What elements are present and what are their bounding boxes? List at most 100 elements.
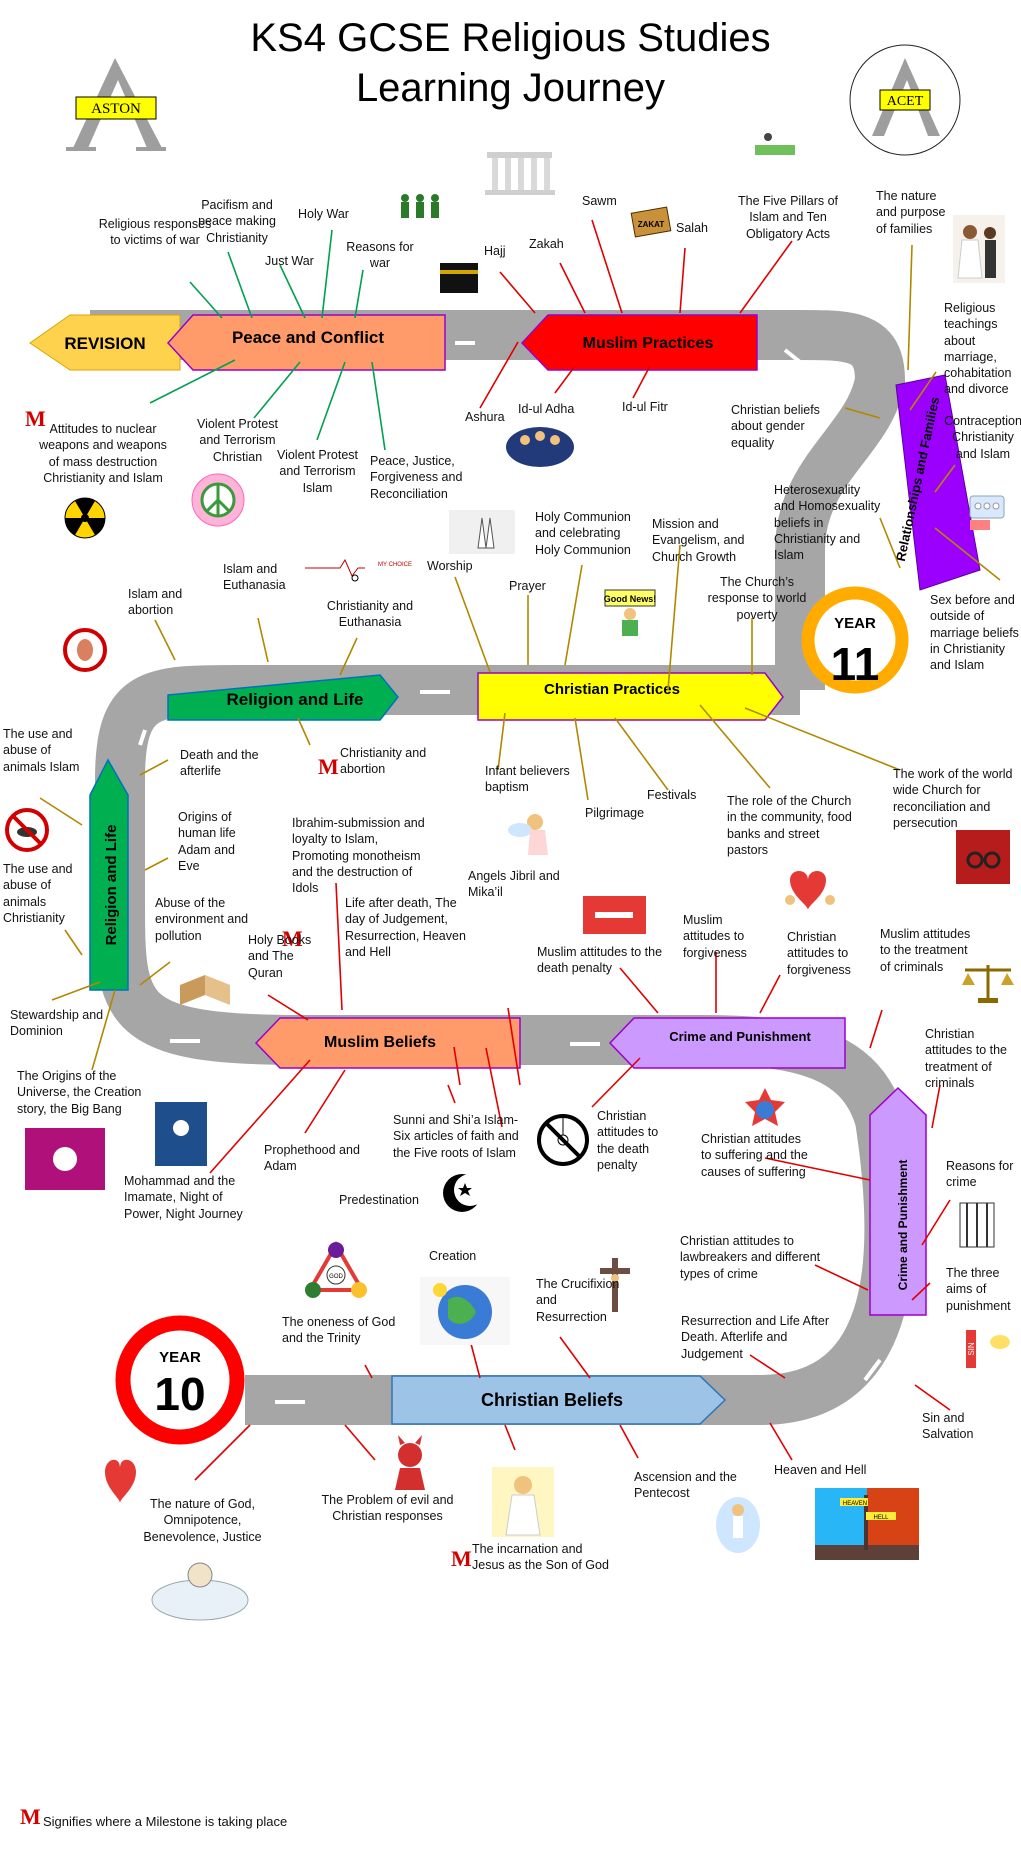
pictogram-nuclear (64, 497, 106, 539)
pictogram-crescent (443, 1174, 486, 1212)
topic-nature-families: The nature and purpose of families (876, 189, 946, 236)
page-title-line1: KS4 GCSE Religious Studies (250, 16, 771, 60)
topic-origins-universe: The Origins of the Universe, the Creatio… (17, 1069, 142, 1116)
module-religion-life-v: Religion and Life (103, 825, 120, 946)
topic-crucifixion: The Crucifixion and Resurrection (536, 1277, 620, 1324)
topic-oneness-god: The oneness of God and the Trinity (282, 1315, 396, 1346)
topic-sex-before: Sex before and outside of marriage belie… (930, 593, 1019, 672)
topic-islam-abortion: Islam and abortion (128, 587, 183, 618)
pictogram-jesus (492, 1467, 554, 1537)
aston-logo-text: ASTON (91, 101, 141, 117)
module-peace-conflict: Peace and Conflict (232, 328, 384, 347)
topic-violent-islam: Violent Protest and Terrorism Islam (276, 448, 359, 495)
pictogram-broken-heart (785, 871, 835, 910)
topic-holy-books: Holy Books and The Quran (248, 933, 312, 980)
topic-reasons-crime: Reasons for crime (946, 1159, 1014, 1190)
pictogram-trinity: GOD (305, 1241, 367, 1298)
topic-christian-suffering: Christian attitudes to suffering and the… (701, 1132, 808, 1179)
topic-use-abuse-christianity: The use and abuse of animals Christianit… (3, 862, 73, 925)
pictogram-scissors: MY CHOICE (305, 558, 412, 582)
topic-mission: Mission and Evangelism, and Church Growt… (652, 517, 745, 564)
pictogram-crucifix (600, 1258, 630, 1312)
pictogram-abortion (63, 628, 107, 672)
topic-muslim-death-penalty: Muslim attitudes to the death penalty (537, 945, 663, 976)
topic-origins-human: Origins of human life Adam and Eve (178, 810, 236, 873)
pictogram-kaaba (440, 263, 478, 293)
topic-sawm: Sawm (582, 194, 617, 208)
topic-hetero-homo: Heterosexuality and Homosexuality belief… (774, 483, 881, 562)
hell-sign-text: HELL (873, 1515, 889, 1521)
module-crime-h: Crime and Punishment (669, 1029, 811, 1044)
module-christian-practices: Christian Practices (544, 681, 680, 698)
pictogram-sin-sign: SIN (966, 1330, 1010, 1368)
module-christian-beliefs: Christian Beliefs (481, 1390, 623, 1410)
topic-death-afterlife: Death and the afterlife (180, 748, 259, 779)
heaven-sign-text: HEAVEN (843, 1501, 867, 1507)
pictogram-god-cloud (151, 1562, 249, 1621)
pictogram-mohammad (155, 1102, 207, 1166)
page-title-line2: Learning Journey (355, 66, 666, 110)
topic-holy-communion: Holy Communion and celebrating Holy Comm… (535, 510, 631, 557)
pictogram-contraception (969, 495, 1005, 530)
topic-christian-criminals: Christian attitudes to the treatment of … (925, 1027, 1008, 1090)
topic-salah: Salah (676, 221, 708, 235)
pictogram-devil (395, 1435, 425, 1490)
milestone-legend-text: Signifies where a Milestone is taking pl… (43, 1814, 288, 1829)
pictogram-wedding (953, 215, 1005, 283)
topic-resurrection-life: Resurrection and Life After Death. After… (681, 1314, 829, 1361)
topic-mohammad: Mohammad and the Imamate, Night of Power… (124, 1174, 243, 1221)
year10-word: YEAR (159, 1349, 201, 1366)
topic-id-adha: Id-ul Adha (518, 402, 575, 416)
acet-logo-text: ACET (887, 94, 924, 109)
topic-life-after-death: Life after death, The day of Judgement, … (345, 896, 466, 959)
year11-sign: YEAR 11 (801, 586, 909, 694)
module-revision: REVISION (64, 334, 145, 353)
good-news-text: Good News! (604, 594, 657, 604)
topic-religious-teachings: Religious teachings about marriage, coha… (944, 301, 1012, 397)
pictogram-heaven-hell: HEAVEN HELL (815, 1488, 919, 1560)
pictogram-prayer-mat (755, 133, 795, 155)
pictogram-soldiers (395, 190, 445, 220)
pictogram-ascension (716, 1497, 760, 1553)
pictogram-pillars (485, 152, 555, 195)
topic-three-aims: The three aims of punishment (946, 1266, 1011, 1313)
module-crime-v: Crime and Punishment (896, 1160, 910, 1291)
topic-sin-salvation: Sin and Salvation (922, 1411, 974, 1442)
topic-abuse-environment: Abuse of the environment and pollution (155, 896, 249, 943)
topic-religious-responses: Religious responses to victims of war (98, 217, 212, 248)
topic-nature-god: The nature of God, Omnipotence, Benevole… (143, 1497, 262, 1544)
topic-islam-euthanasia: Islam and Euthanasia (223, 562, 286, 593)
topic-stewardship: Stewardship and Dominion (10, 1008, 104, 1039)
topic-peace-justice: Peace, Justice, Forgiveness and Reconcil… (370, 454, 463, 501)
god-label: GOD (329, 1274, 343, 1280)
topic-just-war: Just War (265, 254, 314, 268)
topic-christianity-abortion: Christianity and abortion (340, 746, 427, 777)
topic-five-pillars: The Five Pillars of Islam and Ten Obliga… (737, 194, 839, 241)
topic-prophethood: Prophethood and Adam (264, 1143, 360, 1174)
pictogram-no-rats (5, 808, 49, 852)
connectors (39, 219, 1001, 1481)
pictogram-praying-hands (449, 510, 515, 554)
topic-problem-evil: The Problem of evil and Christian respon… (321, 1493, 454, 1524)
topic-violent-christian: Violent Protest and Terrorism Christian (196, 417, 279, 464)
pictogram-scales (962, 965, 1014, 1003)
module-muslim-practices: Muslim Practices (583, 335, 714, 352)
topic-christian-forgiveness: Christian attitudes to forgiveness (787, 930, 851, 977)
module-arrows (29, 314, 981, 1425)
topic-heaven-hell: Heaven and Hell (774, 1463, 867, 1477)
year11-word: YEAR (834, 615, 876, 632)
topic-worship: Worship (427, 559, 473, 573)
topic-gender-equality: Christian beliefs about gender equality (731, 403, 820, 450)
milestone-marker-legend: M (20, 1804, 41, 1829)
acet-logo: ACET (849, 44, 961, 156)
topic-pacifism: Pacifism and peace making Christianity (198, 198, 276, 245)
topic-predestination: Predestination (339, 1193, 419, 1207)
topic-ibrahim: Ibrahim-submission and loyalty to Islam,… (292, 816, 425, 895)
aston-logo: ASTON (66, 58, 166, 151)
topic-role-church: The role of the Church in the community,… (727, 794, 852, 857)
milestone-marker-incarnation: M (451, 1546, 472, 1571)
topic-infant-baptism: Infant believers baptism (485, 764, 570, 795)
topic-ascension: Ascension and the Pentecost (634, 1470, 737, 1501)
